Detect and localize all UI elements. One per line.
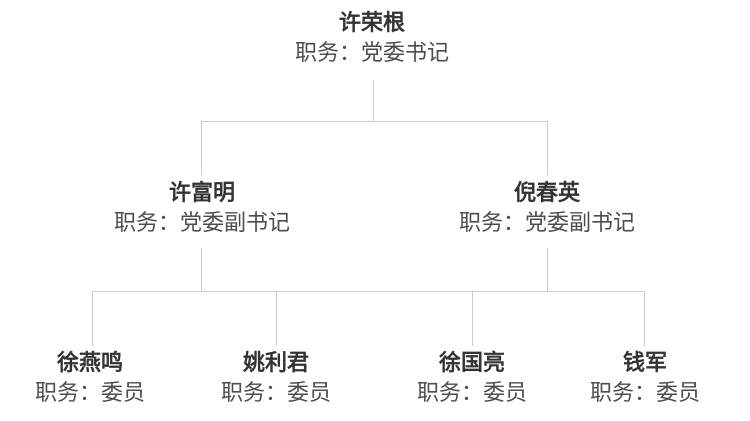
person-title: 职务：党委书记 bbox=[294, 40, 450, 65]
org-node-deputy-2[interactable]: 倪春英 职务：党委副书记 bbox=[459, 178, 635, 238]
org-node-secretary[interactable]: 许荣根 职务：党委书记 bbox=[295, 8, 449, 68]
org-node-member-3[interactable]: 徐国亮 职务：委员 bbox=[417, 348, 527, 408]
connector-drop-deputy-2 bbox=[547, 121, 548, 175]
person-name: 徐燕鸣 bbox=[56, 350, 124, 375]
org-node-deputy-1[interactable]: 许富明 职务：党委副书记 bbox=[114, 178, 290, 238]
person-name: 许富明 bbox=[168, 180, 236, 205]
connector-drop-member-1 bbox=[92, 291, 93, 346]
person-name: 许荣根 bbox=[338, 10, 406, 35]
person-title: 职务：委员 bbox=[589, 380, 701, 405]
connector-level2-horizontal bbox=[92, 291, 644, 292]
connector-drop-member-3 bbox=[472, 291, 473, 346]
org-node-member-4[interactable]: 钱军 职务：委员 bbox=[590, 348, 700, 408]
person-name: 钱军 bbox=[622, 350, 668, 375]
connector-drop-member-4 bbox=[644, 291, 645, 346]
person-title: 职务：委员 bbox=[34, 380, 146, 405]
connector-root-stem bbox=[373, 80, 374, 121]
person-title: 职务：党委副书记 bbox=[458, 210, 636, 235]
person-name: 徐国亮 bbox=[438, 350, 506, 375]
person-title: 职务：党委副书记 bbox=[113, 210, 291, 235]
connector-deputy-1-stem bbox=[201, 248, 202, 291]
person-title: 职务：委员 bbox=[220, 380, 332, 405]
connector-drop-member-2 bbox=[276, 291, 277, 346]
person-name: 姚利君 bbox=[242, 350, 310, 375]
org-node-member-1[interactable]: 徐燕鸣 职务：委员 bbox=[35, 348, 145, 408]
org-node-member-2[interactable]: 姚利君 职务：委员 bbox=[221, 348, 331, 408]
person-title: 职务：委员 bbox=[416, 380, 528, 405]
connector-level1-horizontal bbox=[201, 121, 548, 122]
connector-deputy-2-stem bbox=[547, 248, 548, 291]
person-name: 倪春英 bbox=[513, 180, 581, 205]
connector-drop-deputy-1 bbox=[201, 121, 202, 175]
